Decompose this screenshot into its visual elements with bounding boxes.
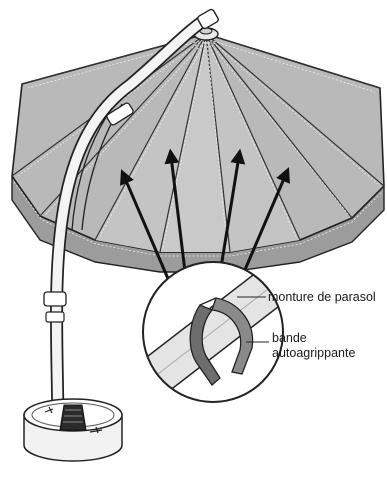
strap-label-line1: bande: [272, 331, 307, 345]
frame-label: monture de parasol: [268, 290, 376, 304]
umbrella-base: [24, 399, 122, 461]
pole-clamp-lower: [44, 292, 66, 306]
umbrella-canopy: [12, 28, 384, 272]
strap-label-line2: autoagrippante: [272, 346, 355, 360]
